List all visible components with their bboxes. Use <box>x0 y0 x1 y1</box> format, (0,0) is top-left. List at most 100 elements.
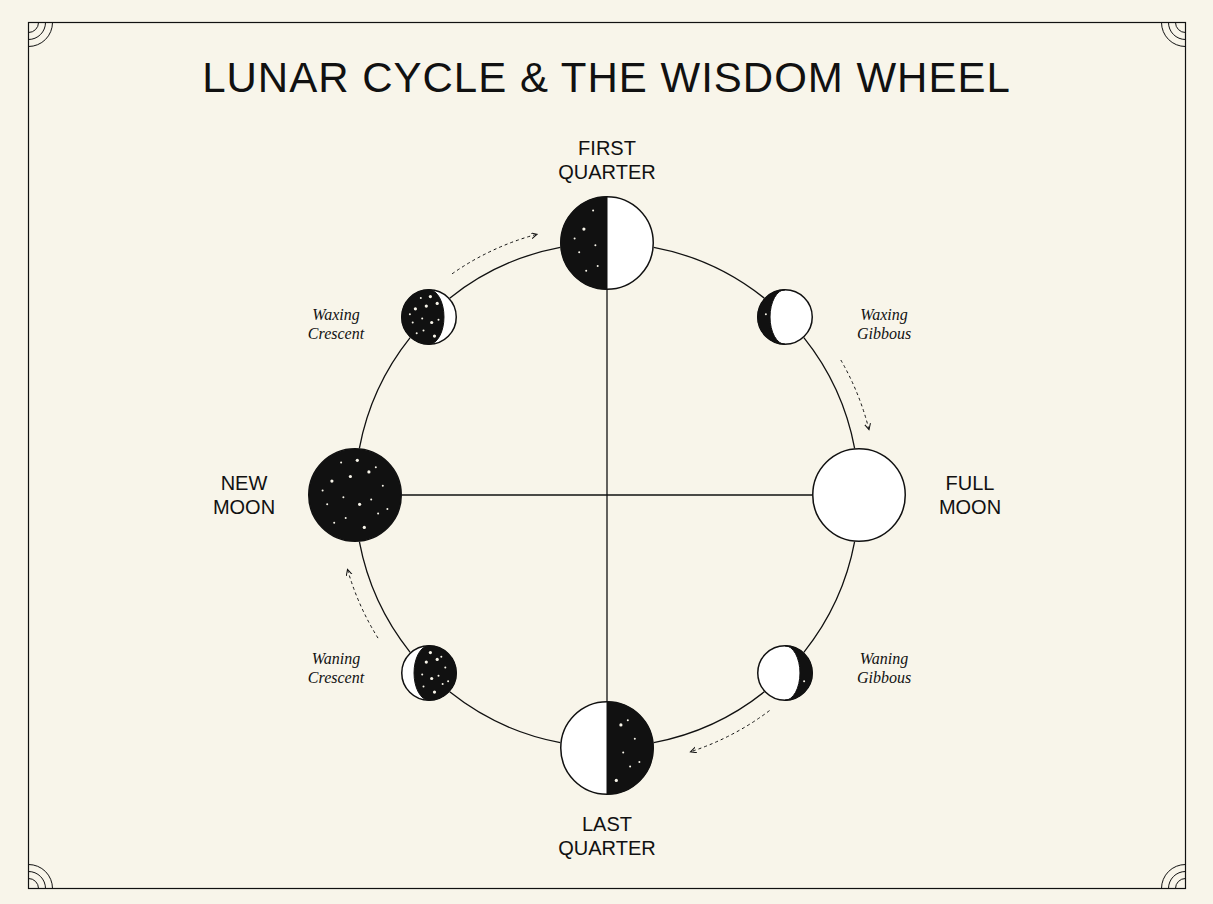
phase-label: LAST QUARTER <box>547 812 667 860</box>
star-speck <box>622 752 624 754</box>
star-speck <box>433 335 436 338</box>
moon-disc <box>758 646 813 701</box>
diagram-title: LUNAR CYCLE & THE WISDOM WHEEL <box>0 53 1213 103</box>
moon-disc <box>561 197 654 290</box>
star-speck <box>438 675 440 677</box>
phase-label: Waning Gibbous <box>846 649 922 687</box>
moon-disc <box>402 646 457 701</box>
phase-label: Waxing Gibbous <box>846 305 922 343</box>
star-speck <box>342 496 344 498</box>
star-speck <box>382 485 384 487</box>
star-speck <box>436 658 439 661</box>
wheel-arc <box>804 542 855 653</box>
star-speck <box>414 307 417 310</box>
star-speck <box>430 677 433 680</box>
moon-phase: LAST QUARTER <box>560 701 654 795</box>
star-speck <box>634 738 636 740</box>
star-speck <box>423 330 425 332</box>
wheel-arc <box>654 692 765 743</box>
moon-symbol <box>401 645 457 701</box>
star-speck <box>433 691 436 694</box>
moon-phase: NEW MOON <box>308 448 402 542</box>
star-speck <box>578 251 580 253</box>
phase-label: Waxing Crescent <box>298 305 374 343</box>
star-speck <box>425 661 428 664</box>
star-speck <box>340 462 342 464</box>
star-speck <box>574 237 576 239</box>
moon-disc <box>561 702 654 795</box>
moon-shadow <box>607 702 653 795</box>
moon-shadow <box>414 646 456 701</box>
direction-arrow <box>348 569 379 638</box>
moon-phase: Waning Crescent <box>401 645 457 701</box>
moon-symbol <box>308 448 402 542</box>
star-speck <box>444 667 446 669</box>
star-speck <box>363 526 366 529</box>
moon-shadow <box>785 646 812 701</box>
wheel-arc <box>450 692 561 743</box>
star-speck <box>420 297 422 299</box>
phase-label: FIRST QUARTER <box>547 136 667 184</box>
moon-symbol <box>560 701 654 795</box>
moon-phase: Waning Gibbous <box>757 645 813 701</box>
star-speck <box>421 673 423 675</box>
star-speck <box>358 503 361 506</box>
page-frame <box>29 23 1186 889</box>
star-speck <box>585 270 587 272</box>
moon-symbol <box>401 289 457 345</box>
moon-shadow <box>561 197 607 290</box>
direction-arrow <box>690 711 769 752</box>
moon-disc <box>758 290 813 345</box>
star-speck <box>594 244 596 246</box>
star-speck <box>429 295 432 298</box>
moon-symbol <box>812 448 906 542</box>
phase-label: NEW MOON <box>199 471 289 519</box>
wheel-arc <box>450 247 561 298</box>
star-speck <box>421 317 423 319</box>
star-speck <box>447 680 449 682</box>
star-speck <box>765 313 767 315</box>
moon-phase: Waxing Gibbous <box>757 289 813 345</box>
star-speck <box>322 489 324 491</box>
star-speck <box>803 680 805 682</box>
star-speck <box>367 470 370 473</box>
star-speck <box>377 513 379 515</box>
star-speck <box>582 228 585 231</box>
direction-arrow <box>348 234 870 752</box>
phase-label: Waning Crescent <box>298 649 374 687</box>
star-speck <box>333 522 335 524</box>
star-speck <box>597 265 599 267</box>
star-speck <box>440 656 442 658</box>
moon-phase: FIRST QUARTER <box>560 196 654 290</box>
moon-shadow <box>402 290 444 345</box>
star-speck <box>416 332 418 334</box>
phase-label: FULL MOON <box>925 471 1015 519</box>
star-speck <box>370 499 372 501</box>
star-speck <box>425 305 428 308</box>
star-speck <box>436 302 439 305</box>
moon-symbol <box>757 289 813 345</box>
star-speck <box>638 761 640 763</box>
wheel-arc <box>359 338 410 449</box>
wheel-arc <box>804 338 855 449</box>
star-speck <box>423 686 425 688</box>
star-speck <box>326 503 328 505</box>
star-speck <box>386 508 388 510</box>
moon-disc <box>402 290 457 345</box>
star-speck <box>442 683 444 685</box>
star-speck <box>412 322 414 324</box>
star-speck <box>429 651 432 654</box>
corner-ornament <box>29 23 1186 889</box>
moon-phase: Waxing Crescent <box>401 289 457 345</box>
moon-phase: FULL MOON <box>812 448 906 542</box>
moon-disc <box>309 449 402 542</box>
star-speck <box>356 459 359 462</box>
star-speck <box>345 517 347 519</box>
wheel-arc <box>654 247 765 298</box>
star-speck <box>592 210 594 212</box>
star-speck <box>430 321 433 324</box>
moon-symbol <box>560 196 654 290</box>
moon-shadow <box>758 290 785 345</box>
star-speck <box>409 313 411 315</box>
moon-disc <box>813 449 906 542</box>
